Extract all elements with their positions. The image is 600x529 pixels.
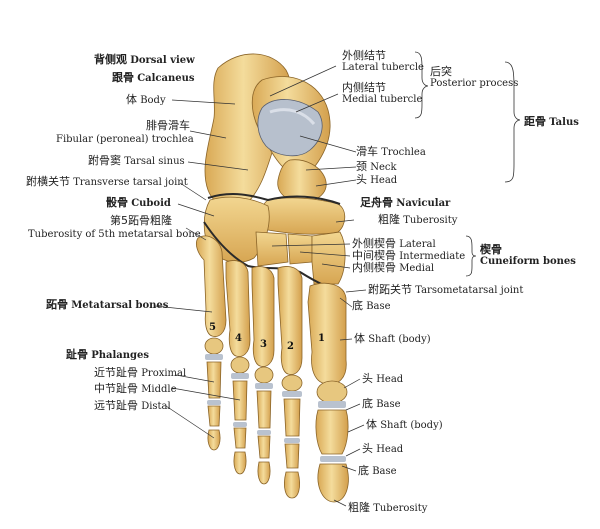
label-fibular-trochlea: 腓骨滑车 <box>146 119 190 132</box>
label-tuberosity-5th-zh: 第5跖骨粗隆 <box>110 214 172 227</box>
cuneiform-bracket <box>465 235 477 277</box>
label-calcaneus: 跟骨 Calcaneus <box>112 71 195 85</box>
metatarsal-2 <box>277 266 303 392</box>
label-intermediate-cuneiform: 中间楔骨 Intermediate <box>352 249 466 263</box>
label-navicular-tuberosity: 粗隆 Tuberosity <box>378 213 458 227</box>
label-mt-shaft: 体 Shaft (body) <box>354 332 431 346</box>
label-lateral-cuneiform: 外侧楔骨 Lateral <box>352 237 436 251</box>
distal-phalanges <box>207 429 349 503</box>
label-tarsal-sinus: 跗骨窦 Tarsal sinus <box>88 154 185 168</box>
metatarsal-4 <box>225 260 251 374</box>
lateral-cuneiform-bone <box>255 231 289 267</box>
label-dorsal-view: 背侧观 Dorsal view <box>94 53 195 67</box>
label-cuboid: 骰骨 Cuboid <box>106 196 171 210</box>
label-prox-base: 底 Base <box>362 397 401 411</box>
label-mt-base: 底 Base <box>352 299 391 313</box>
label-proximal: 近节趾骨 Proximal <box>94 366 187 380</box>
label-phalanges: 趾骨 Phalanges <box>66 348 149 362</box>
label-fibular-trochlea-en: Fibular (peroneal) trochlea <box>56 134 194 145</box>
medial-cuneiform-bone <box>311 231 346 285</box>
label-talus-head: 头 Head <box>356 173 398 187</box>
metatarsal-3 <box>251 266 275 384</box>
metatarsal-number-3: 3 <box>260 339 267 350</box>
label-neck: 颈 Neck <box>356 160 397 174</box>
transverse-tarsal-joint-line <box>207 193 341 205</box>
leader-lines <box>154 65 367 507</box>
label-tuberosity-5th-en: Tuberosity of 5th metatarsal bone <box>28 229 201 240</box>
label-navicular: 足舟骨 Navicular <box>360 196 451 210</box>
metatarsal-number-2: 2 <box>287 341 294 352</box>
metatarsal-number-4: 4 <box>235 333 242 344</box>
proximal-phalanges <box>206 361 349 455</box>
label-distal-base: 底 Base <box>358 464 397 478</box>
label-middle: 中节趾骨 Middle <box>94 382 177 396</box>
label-mt-head: 头 Head <box>362 372 404 386</box>
intermediate-cuneiform-bone <box>287 233 313 265</box>
label-prox-head: 头 Head <box>362 442 404 456</box>
label-medial-cuneiform: 内侧楔骨 Medial <box>352 261 435 275</box>
metatarsal-1 <box>307 282 348 404</box>
label-distal: 远节趾骨 Distal <box>94 399 171 413</box>
talus-bracket <box>504 61 521 183</box>
metatarsal-5 <box>196 235 227 355</box>
posterior-process-bracket <box>414 51 429 119</box>
label-body: 体 Body <box>126 93 166 107</box>
label-prox-shaft: 体 Shaft (body) <box>366 418 443 432</box>
label-trochlea: 滑车 Trochlea <box>356 145 426 159</box>
label-tarsometatarsal-joint: 跗跖关节 Tarsometatarsal joint <box>368 283 524 297</box>
talus-trochlea-surface <box>257 99 323 157</box>
label-talus: 距骨 Talus <box>524 115 579 129</box>
label-metatarsal-bones: 跖骨 Metatarsal bones <box>46 298 169 312</box>
middle-phalanges <box>207 405 300 469</box>
navicular-bone <box>260 197 346 235</box>
label-distal-tuberosity: 粗隆 Tuberosity <box>348 501 428 515</box>
label-transverse-tarsal-joint: 跗横关节 Transverse tarsal joint <box>26 175 188 189</box>
metatarsal-number-5: 5 <box>209 322 216 333</box>
metatarsal-number-1: 1 <box>318 333 325 344</box>
